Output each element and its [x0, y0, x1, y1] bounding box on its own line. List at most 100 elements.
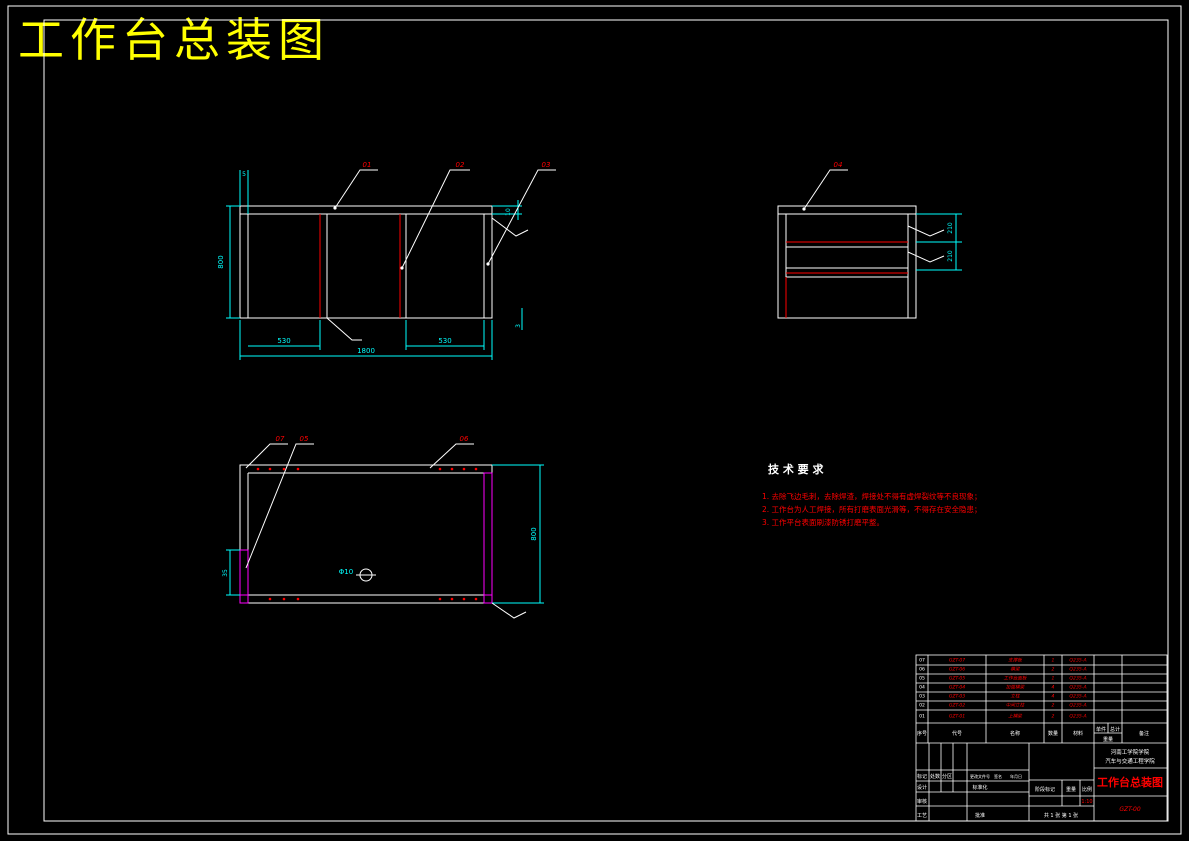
tech-req-item-2: 2. 工作台为人工焊接，所有打磨表面光滑等，不得存在安全隐患； [762, 504, 982, 514]
parts-cell-material: Q235-A [1069, 694, 1086, 700]
parts-header-remark: 备注 [1139, 730, 1149, 737]
parts-cell-name: 加强横梁 [1006, 685, 1025, 691]
parts-cell-material: Q235-A [1069, 685, 1086, 691]
parts-cell-code: GZT-03 [949, 694, 965, 700]
label-standardize: 标准化 [972, 784, 987, 791]
scale-value: 1:10 [1081, 799, 1092, 805]
department-name: 汽车与交通工程学院 [1105, 757, 1155, 765]
front-width-dim: 1800 [357, 347, 375, 355]
front-right-bay-dim: 530 [438, 337, 451, 345]
parts-header-code: 代号 [952, 730, 962, 737]
tech-req-item-1: 1. 去除飞边毛刺，去除焊渣，焊接处不得有虚焊裂纹等不良现象； [762, 491, 982, 501]
parts-cell-qty: 2 [1052, 667, 1055, 673]
parts-row: 02 GZT-02 中间立柱 2 Q235-A [919, 703, 1087, 709]
parts-cell-no: 05 [919, 676, 925, 682]
side-view [777, 169, 962, 319]
callout-01: 01 [363, 161, 372, 169]
parts-row: 03 GZT-03 立柱 4 Q235-A [919, 694, 1087, 700]
parts-header-material: 材料 [1073, 730, 1083, 737]
weight-label: 重量 [1066, 786, 1076, 793]
callout-06: 06 [460, 435, 469, 443]
parts-cell-code: GZT-01 [949, 714, 965, 720]
front-top-gap-dim: 5 [242, 171, 246, 178]
side-upper-dim: 210 [947, 222, 954, 234]
parts-cell-qty: 4 [1052, 694, 1055, 700]
parts-row: 01 GZT-01 上横梁 2 Q235-A [919, 714, 1087, 720]
scale-label: 比例 [1082, 786, 1092, 793]
parts-cell-code: GZT-07 [949, 658, 965, 664]
parts-cell-name: 工作台面板 [1004, 676, 1028, 682]
label-process: 工艺 [917, 813, 927, 819]
parts-cell-no: 01 [919, 714, 925, 720]
school-name: 河南工学院学院 [1111, 748, 1150, 756]
label-review: 审核 [917, 798, 927, 805]
parts-cell-code: GZT-06 [949, 667, 965, 673]
parts-cell-no: 07 [919, 658, 925, 664]
parts-cell-qty: 2 [1052, 703, 1055, 709]
parts-row: 07 GZT-07 支撑板 1 Q235-A [919, 658, 1087, 664]
parts-cell-name: 横梁 [1010, 667, 1020, 673]
label-count: 处数 [930, 773, 940, 780]
callout-07: 07 [276, 435, 285, 443]
callout-02: 02 [456, 161, 465, 169]
stage-label: 阶段标记 [1035, 786, 1055, 793]
parts-cell-material: Q235-A [1069, 703, 1086, 709]
outer-border [7, 5, 1182, 835]
tech-req-item-3: 3. 工作平台表面刷漆防锈打磨平整。 [762, 517, 884, 527]
callout-05: 05 [300, 435, 309, 443]
parts-cell-code: GZT-04 [949, 685, 965, 691]
title-block-drawing-name: 工作台总装图 [1097, 775, 1163, 789]
parts-cell-name: 支撑板 [1008, 658, 1023, 664]
front-view [226, 169, 556, 360]
parts-cell-material: Q235-A [1069, 676, 1086, 682]
parts-cell-material: Q235-A [1069, 714, 1086, 720]
parts-cell-qty: 1 [1052, 676, 1055, 682]
parts-row: 06 GZT-06 横梁 2 Q235-A [919, 667, 1087, 673]
top-view [226, 443, 544, 619]
callout-04: 04 [834, 161, 843, 169]
front-right-gap-dim: 10 [505, 208, 512, 216]
parts-cell-name: 中间立柱 [1006, 703, 1026, 709]
top-left-plate-dim: 35 [222, 569, 229, 577]
top-hole-dim: Φ10 [339, 568, 353, 576]
callout-03: 03 [542, 161, 551, 169]
label-approve: 批准 [975, 812, 985, 819]
inner-border [43, 19, 1169, 822]
label-signature: 签名 [994, 773, 1002, 779]
parts-cell-qty: 4 [1052, 685, 1055, 691]
parts-header-total-weight: 总计 [1110, 726, 1120, 733]
label-change-doc: 更改文件号 [970, 773, 990, 779]
parts-cell-qty: 1 [1052, 658, 1055, 664]
label-date: 年月日 [1010, 773, 1022, 779]
parts-cell-material: Q235-A [1069, 667, 1086, 673]
front-left-bay-dim: 530 [277, 337, 290, 345]
parts-cell-no: 06 [919, 667, 925, 673]
parts-cell-name: 上横梁 [1008, 714, 1022, 720]
parts-header-qty: 数量 [1048, 730, 1058, 737]
title-block [915, 654, 1168, 822]
drawing-code: GZT-00 [1119, 806, 1141, 813]
label-zone: 分区 [942, 773, 952, 780]
parts-header-no: 序号 [917, 730, 927, 737]
front-height-dim: 800 [217, 255, 225, 268]
drawing-title: 工作台总装图 [18, 13, 330, 67]
parts-cell-code: GZT-02 [949, 703, 965, 709]
parts-cell-no: 03 [919, 694, 925, 700]
sheet-count: 共 1 张 第 1 张 [1044, 812, 1078, 819]
parts-cell-no: 04 [919, 685, 925, 691]
label-design: 设计 [917, 784, 927, 791]
front-bottom-gap-dim: 3 [515, 324, 522, 328]
parts-header-unit-weight: 单件 [1096, 726, 1106, 733]
parts-cell-qty: 2 [1052, 714, 1055, 720]
parts-cell-name: 立柱 [1010, 694, 1021, 700]
parts-cell-material: Q235-A [1069, 658, 1086, 664]
parts-cell-no: 02 [919, 703, 925, 709]
side-lower-dim: 210 [947, 250, 954, 262]
tech-req-heading: 技 术 要 求 [768, 462, 824, 476]
parts-row: 04 GZT-04 加强横梁 4 Q235-A [919, 685, 1087, 691]
top-depth-dim: 800 [530, 527, 538, 540]
label-mark: 标记 [917, 773, 927, 780]
